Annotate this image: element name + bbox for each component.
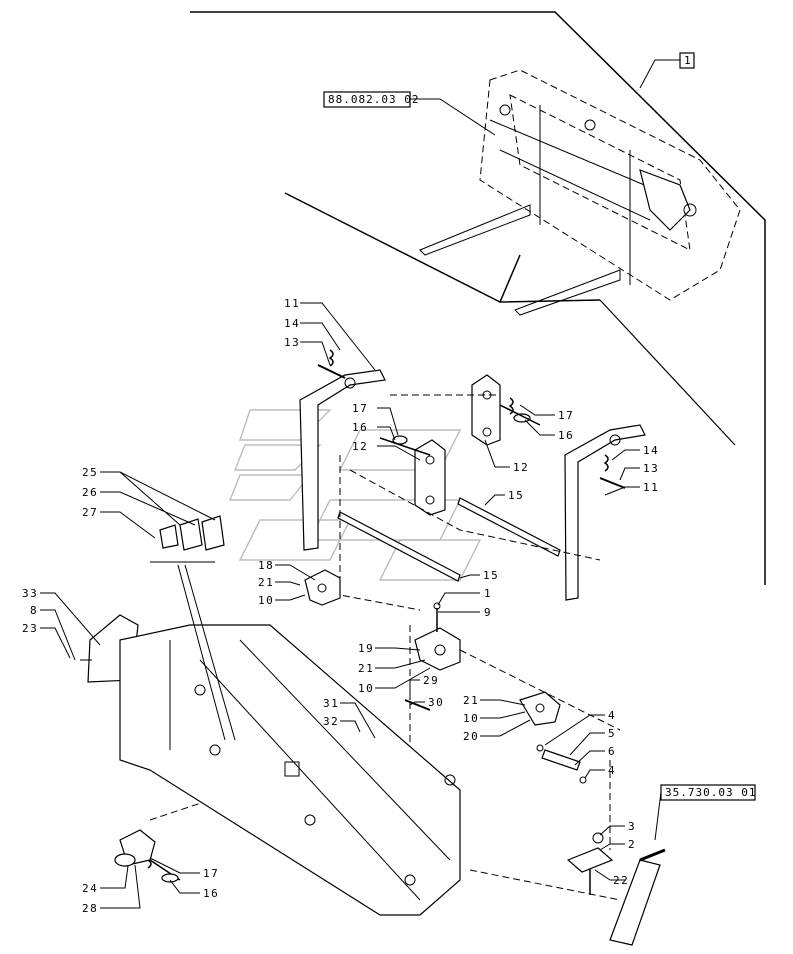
callout-10c: 10	[463, 712, 479, 725]
callout-17c: 17	[203, 867, 219, 880]
ref-cylinder-label: 35.730.03 01	[665, 786, 756, 799]
hydraulic-cylinder	[609, 848, 666, 946]
ref-upper-assembly-label: 88.082.03 02	[328, 93, 419, 106]
callout-16c: 16	[203, 887, 219, 900]
hook-middle	[414, 627, 461, 671]
lock-assembly	[114, 829, 181, 883]
hook-lower	[519, 691, 561, 726]
bracket-pins	[379, 404, 541, 456]
callout-23: 23	[22, 622, 38, 635]
ref-main-label: 1	[684, 54, 692, 67]
callout-14b: 14	[643, 444, 659, 457]
bracket-right	[471, 374, 501, 446]
callout-31: 31	[323, 697, 339, 710]
callout-15a: 15	[508, 489, 524, 502]
callout-28: 28	[82, 902, 98, 915]
callout-labels: 11 14 13 17 16 12 17 16 12 14 13 11 15 1…	[22, 297, 659, 915]
callout-18: 18	[258, 559, 274, 572]
callout-24: 24	[82, 882, 98, 895]
callout-26: 26	[82, 486, 98, 499]
fork-right	[564, 424, 646, 601]
callout-16b: 16	[558, 429, 574, 442]
callout-15b: 15	[483, 569, 499, 582]
reference-boxes: 1 88.082.03 02 35.730.03 01	[323, 52, 756, 841]
callout-27: 27	[82, 506, 98, 519]
callout-10b: 10	[358, 682, 374, 695]
callout-2: 2	[628, 838, 636, 851]
callout-13a: 13	[284, 336, 300, 349]
callout-14a: 14	[284, 317, 300, 330]
callout-21b: 21	[358, 662, 374, 675]
callout-11a: 11	[284, 297, 300, 310]
callout-29: 29	[423, 674, 439, 687]
callout-8: 8	[30, 604, 38, 617]
callout-10a: 10	[258, 594, 274, 607]
callout-11b: 11	[643, 481, 659, 494]
callout-12b: 12	[513, 461, 529, 474]
callout-30: 30	[428, 696, 444, 709]
bracket-left	[414, 439, 446, 516]
callout-33: 33	[22, 587, 38, 600]
callout-22: 22	[613, 874, 629, 887]
callout-6: 6	[608, 745, 616, 758]
callout-4b: 4	[608, 764, 616, 777]
fork-left	[299, 369, 386, 551]
upper-fork-assembly	[419, 69, 741, 316]
callout-4a: 4	[608, 709, 616, 722]
callout-9: 9	[484, 606, 492, 619]
callout-20: 20	[463, 730, 479, 743]
callout-21a: 21	[258, 576, 274, 589]
callout-5: 5	[608, 727, 616, 740]
callout-25: 25	[82, 466, 98, 479]
callout-12a: 12	[352, 440, 368, 453]
frame-lines	[190, 11, 766, 585]
callout-19: 19	[358, 642, 374, 655]
hook-upper	[304, 569, 341, 606]
callout-1: 1	[484, 587, 492, 600]
bucket	[119, 624, 461, 916]
callout-16a: 16	[352, 421, 368, 434]
callout-17b: 17	[558, 409, 574, 422]
wear-pads	[150, 515, 225, 563]
callout-32: 32	[323, 715, 339, 728]
pin-29-30	[404, 699, 431, 711]
callout-21c: 21	[463, 694, 479, 707]
callout-3: 3	[628, 820, 636, 833]
callout-17a: 17	[352, 402, 368, 415]
plate-2-3	[566, 832, 614, 873]
callout-13b: 13	[643, 462, 659, 475]
pin-5-6	[536, 744, 587, 784]
shafts	[337, 497, 561, 582]
pins	[317, 364, 626, 489]
leader-lines	[40, 302, 640, 909]
